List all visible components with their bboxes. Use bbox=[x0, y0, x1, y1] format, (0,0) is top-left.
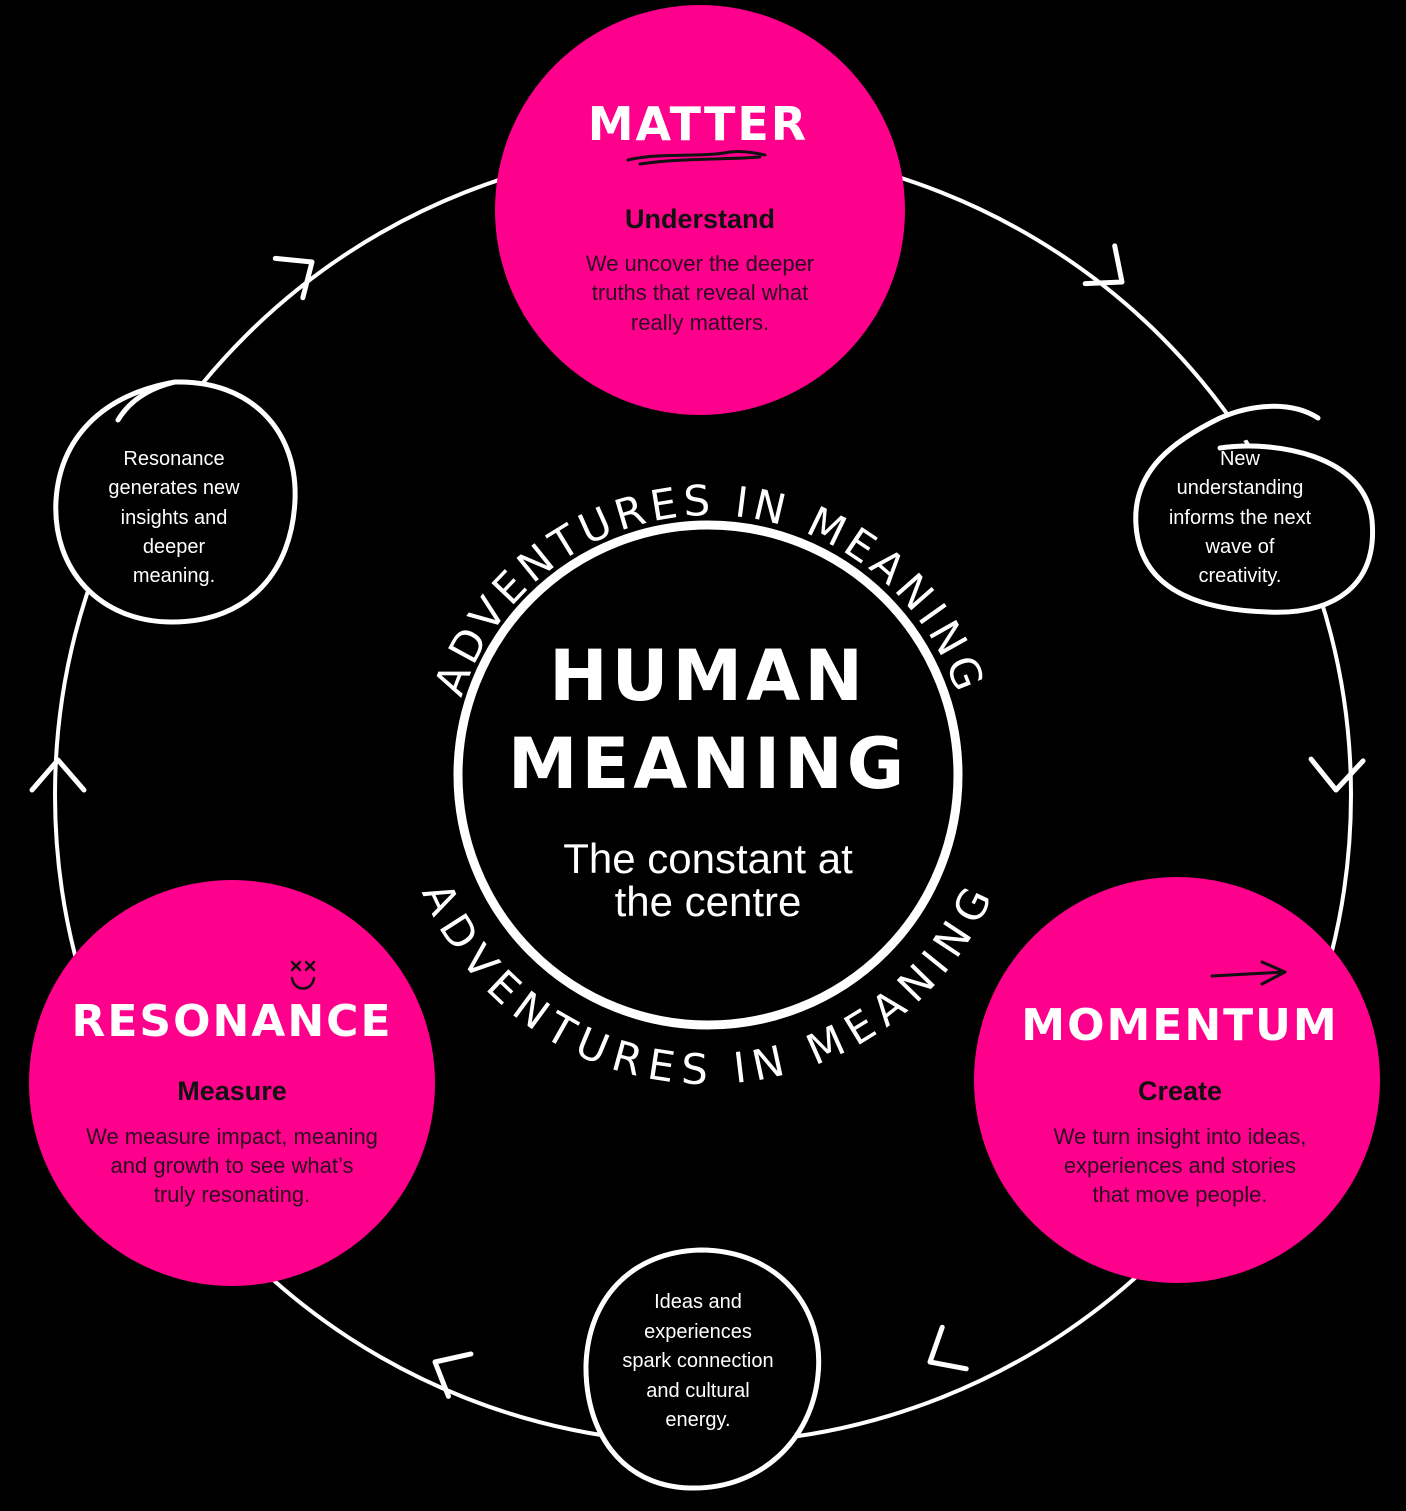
node-resonance-body-2: and growth to see what’s bbox=[111, 1153, 354, 1178]
arrow-icon-top-right bbox=[1082, 243, 1125, 287]
bubble-top-left-line-3: insights and bbox=[121, 507, 228, 529]
bubble-top-left-line-4: deeper bbox=[143, 536, 206, 558]
arrow-icon-bottom-left bbox=[432, 1351, 474, 1399]
bubble-bottom-outline bbox=[583, 1247, 822, 1491]
bubble-top-right: New understanding informs the next wave … bbox=[1133, 403, 1376, 615]
bubble-top-right-line-1: New bbox=[1220, 448, 1261, 470]
node-momentum-body-1: We turn insight into ideas, bbox=[1054, 1124, 1307, 1149]
bubble-top-right-line-4: wave of bbox=[1205, 536, 1275, 558]
bubble-top-left-line-2: generates new bbox=[108, 477, 240, 499]
node-momentum-subtitle: Create bbox=[1138, 1076, 1222, 1106]
node-matter-body-3: really matters. bbox=[631, 310, 769, 335]
bubble-bottom-line-2: experiences bbox=[644, 1321, 752, 1343]
center-circle bbox=[453, 520, 963, 1030]
bubble-top-left: Resonance generates new insights and dee… bbox=[53, 379, 298, 625]
node-momentum-body-3: that move people. bbox=[1093, 1182, 1268, 1207]
node-resonance-body-1: We measure impact, meaning bbox=[86, 1124, 378, 1149]
arrow-icon-right bbox=[1308, 756, 1366, 793]
center-subtitle-line2: the centre bbox=[615, 878, 802, 925]
center-title-line1: HUMAN bbox=[549, 635, 867, 717]
bubble-top-right-line-5: creativity. bbox=[1199, 565, 1282, 587]
arrow-icon-bottom-right bbox=[927, 1324, 969, 1372]
node-matter-circle bbox=[495, 5, 905, 415]
bubble-top-right-line-2: understanding bbox=[1177, 477, 1304, 499]
bubble-bottom: Ideas and experiences spark connection a… bbox=[583, 1247, 822, 1491]
node-resonance-body-3: truly resonating. bbox=[154, 1182, 311, 1207]
node-momentum-body-2: experiences and stories bbox=[1064, 1153, 1296, 1178]
scribble-underline-icon bbox=[626, 149, 767, 166]
node-momentum: MOMENTUM Create We turn insight into ide… bbox=[974, 877, 1380, 1283]
arrow-doodle-icon bbox=[1210, 960, 1287, 986]
bubble-top-left-line-5: meaning. bbox=[133, 565, 215, 587]
center-subtitle-line1: The constant at bbox=[563, 835, 853, 882]
bubble-bottom-line-1: Ideas and bbox=[654, 1291, 742, 1313]
bubble-top-left-outline bbox=[53, 379, 298, 625]
node-matter-subtitle: Understand bbox=[625, 204, 775, 234]
node-matter-body-2: truths that reveal what bbox=[592, 280, 808, 305]
smiley-doodle-icon bbox=[290, 960, 316, 990]
node-matter-body-1: We uncover the deeper bbox=[586, 251, 814, 276]
node-matter: MATTER Understand We uncover the deeper … bbox=[495, 5, 905, 415]
node-resonance-title: RESONANCE bbox=[71, 996, 392, 1047]
bubble-bottom-line-3: spark connection bbox=[622, 1350, 773, 1372]
bubble-bottom-line-5: energy. bbox=[665, 1409, 730, 1431]
node-momentum-title: MOMENTUM bbox=[1021, 1000, 1338, 1051]
arrow-icon-left bbox=[29, 757, 87, 793]
bubble-top-right-line-3: informs the next bbox=[1169, 507, 1312, 529]
node-resonance: RESONANCE Measure We measure impact, mea… bbox=[29, 880, 435, 1286]
bubble-bottom-line-4: and cultural bbox=[646, 1380, 749, 1402]
node-resonance-subtitle: Measure bbox=[177, 1076, 287, 1106]
bubble-top-left-line-1: Resonance bbox=[123, 448, 224, 470]
arrow-icon-top-left bbox=[272, 255, 315, 301]
bubble-top-right-outline bbox=[1133, 403, 1376, 615]
node-momentum-circle bbox=[974, 877, 1380, 1283]
center-title-line2: MEANING bbox=[508, 723, 908, 805]
node-resonance-circle bbox=[29, 880, 435, 1286]
node-matter-title: MATTER bbox=[588, 97, 808, 151]
